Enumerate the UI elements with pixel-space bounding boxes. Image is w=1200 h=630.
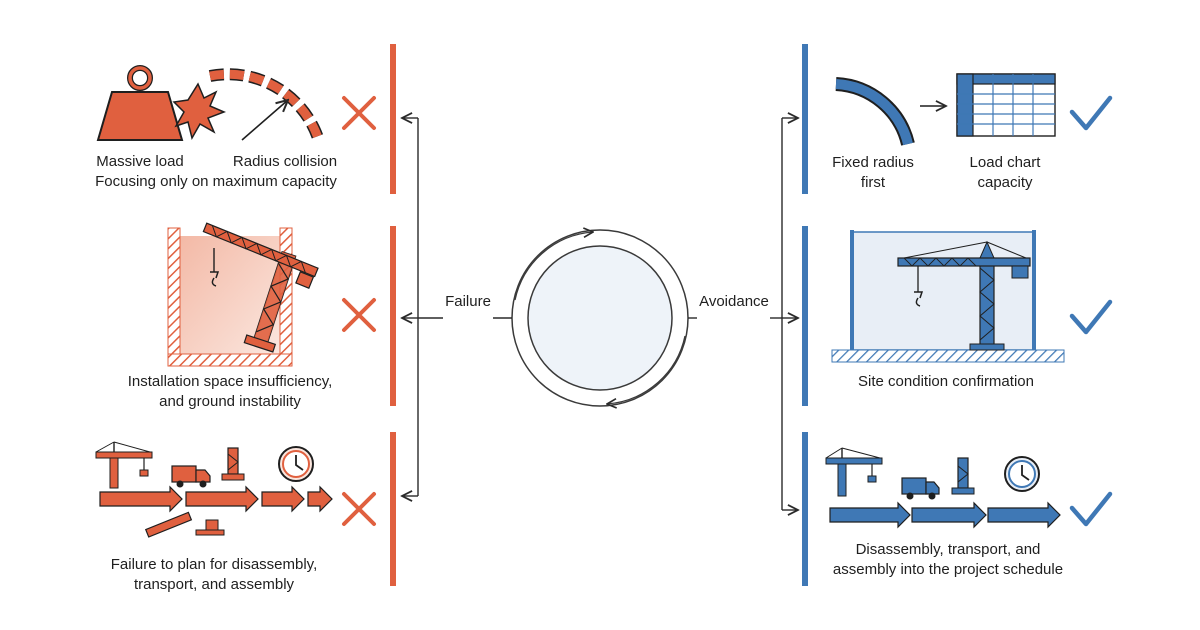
fallen-crane-parts — [144, 511, 225, 538]
failure-connector — [402, 118, 512, 496]
failure-hub-label: Failure — [445, 293, 491, 310]
cycle-circle-icon — [511, 230, 689, 406]
checkmark-icon — [1069, 95, 1113, 131]
cross-icon — [342, 492, 376, 526]
fixed-radius-label: Fixed radius first — [832, 154, 914, 191]
failure-bar-1 — [390, 44, 396, 194]
truck-icon — [901, 477, 940, 500]
weight-icon — [96, 65, 184, 141]
ground-hatch-icon — [831, 349, 1065, 363]
avoidance-connector — [688, 118, 798, 510]
max-capacity-label: Focusing only on maximum capacity — [95, 173, 337, 190]
schedule-integration-label: Disassembly, transport, and assembly int… — [832, 541, 1064, 578]
failure-bar-2 — [390, 226, 396, 406]
tower-crane-icon — [897, 240, 1031, 351]
tower-crane-icon — [95, 441, 153, 489]
ground-hatch-icon — [167, 353, 293, 367]
failure-bar-3 — [390, 432, 396, 586]
massive-load-label: Massive load — [96, 153, 184, 170]
site-box — [831, 230, 1065, 363]
site-condition-label: Site condition confirmation — [858, 373, 1034, 390]
tower-crane-icon — [202, 222, 319, 353]
installation-space-label: Installation space insufficiency, and gr… — [127, 373, 333, 410]
avoidance-bar-1 — [802, 44, 808, 194]
avoidance-bar-3 — [802, 432, 808, 586]
avoidance-hub-label: Avoidance — [699, 293, 769, 310]
radius-arc-icon — [208, 68, 324, 141]
load-chart-label: Load chart capacity — [969, 154, 1041, 191]
checkmark-icon — [1069, 491, 1113, 527]
quarter-arc-icon — [835, 77, 915, 146]
arrow-chain-icon — [99, 485, 333, 513]
clock-icon — [1004, 456, 1040, 492]
load-chart-table-icon — [956, 73, 1056, 137]
collision-burst-icon — [172, 82, 227, 140]
disassembly-plan-failure-label: Failure to plan for disassembly, transpo… — [110, 556, 318, 593]
clock-icon — [278, 446, 314, 482]
arrow-chain-icon — [829, 501, 1061, 529]
avoidance-bar-2 — [802, 226, 808, 406]
radius-collision-label: Radius collision — [232, 153, 338, 170]
mast-section-icon — [221, 447, 245, 481]
cross-icon — [342, 298, 376, 332]
cross-icon — [342, 96, 376, 130]
tower-crane-icon — [825, 447, 883, 497]
truck-icon — [171, 465, 211, 488]
mast-section-icon — [951, 457, 975, 495]
checkmark-icon — [1069, 299, 1113, 335]
